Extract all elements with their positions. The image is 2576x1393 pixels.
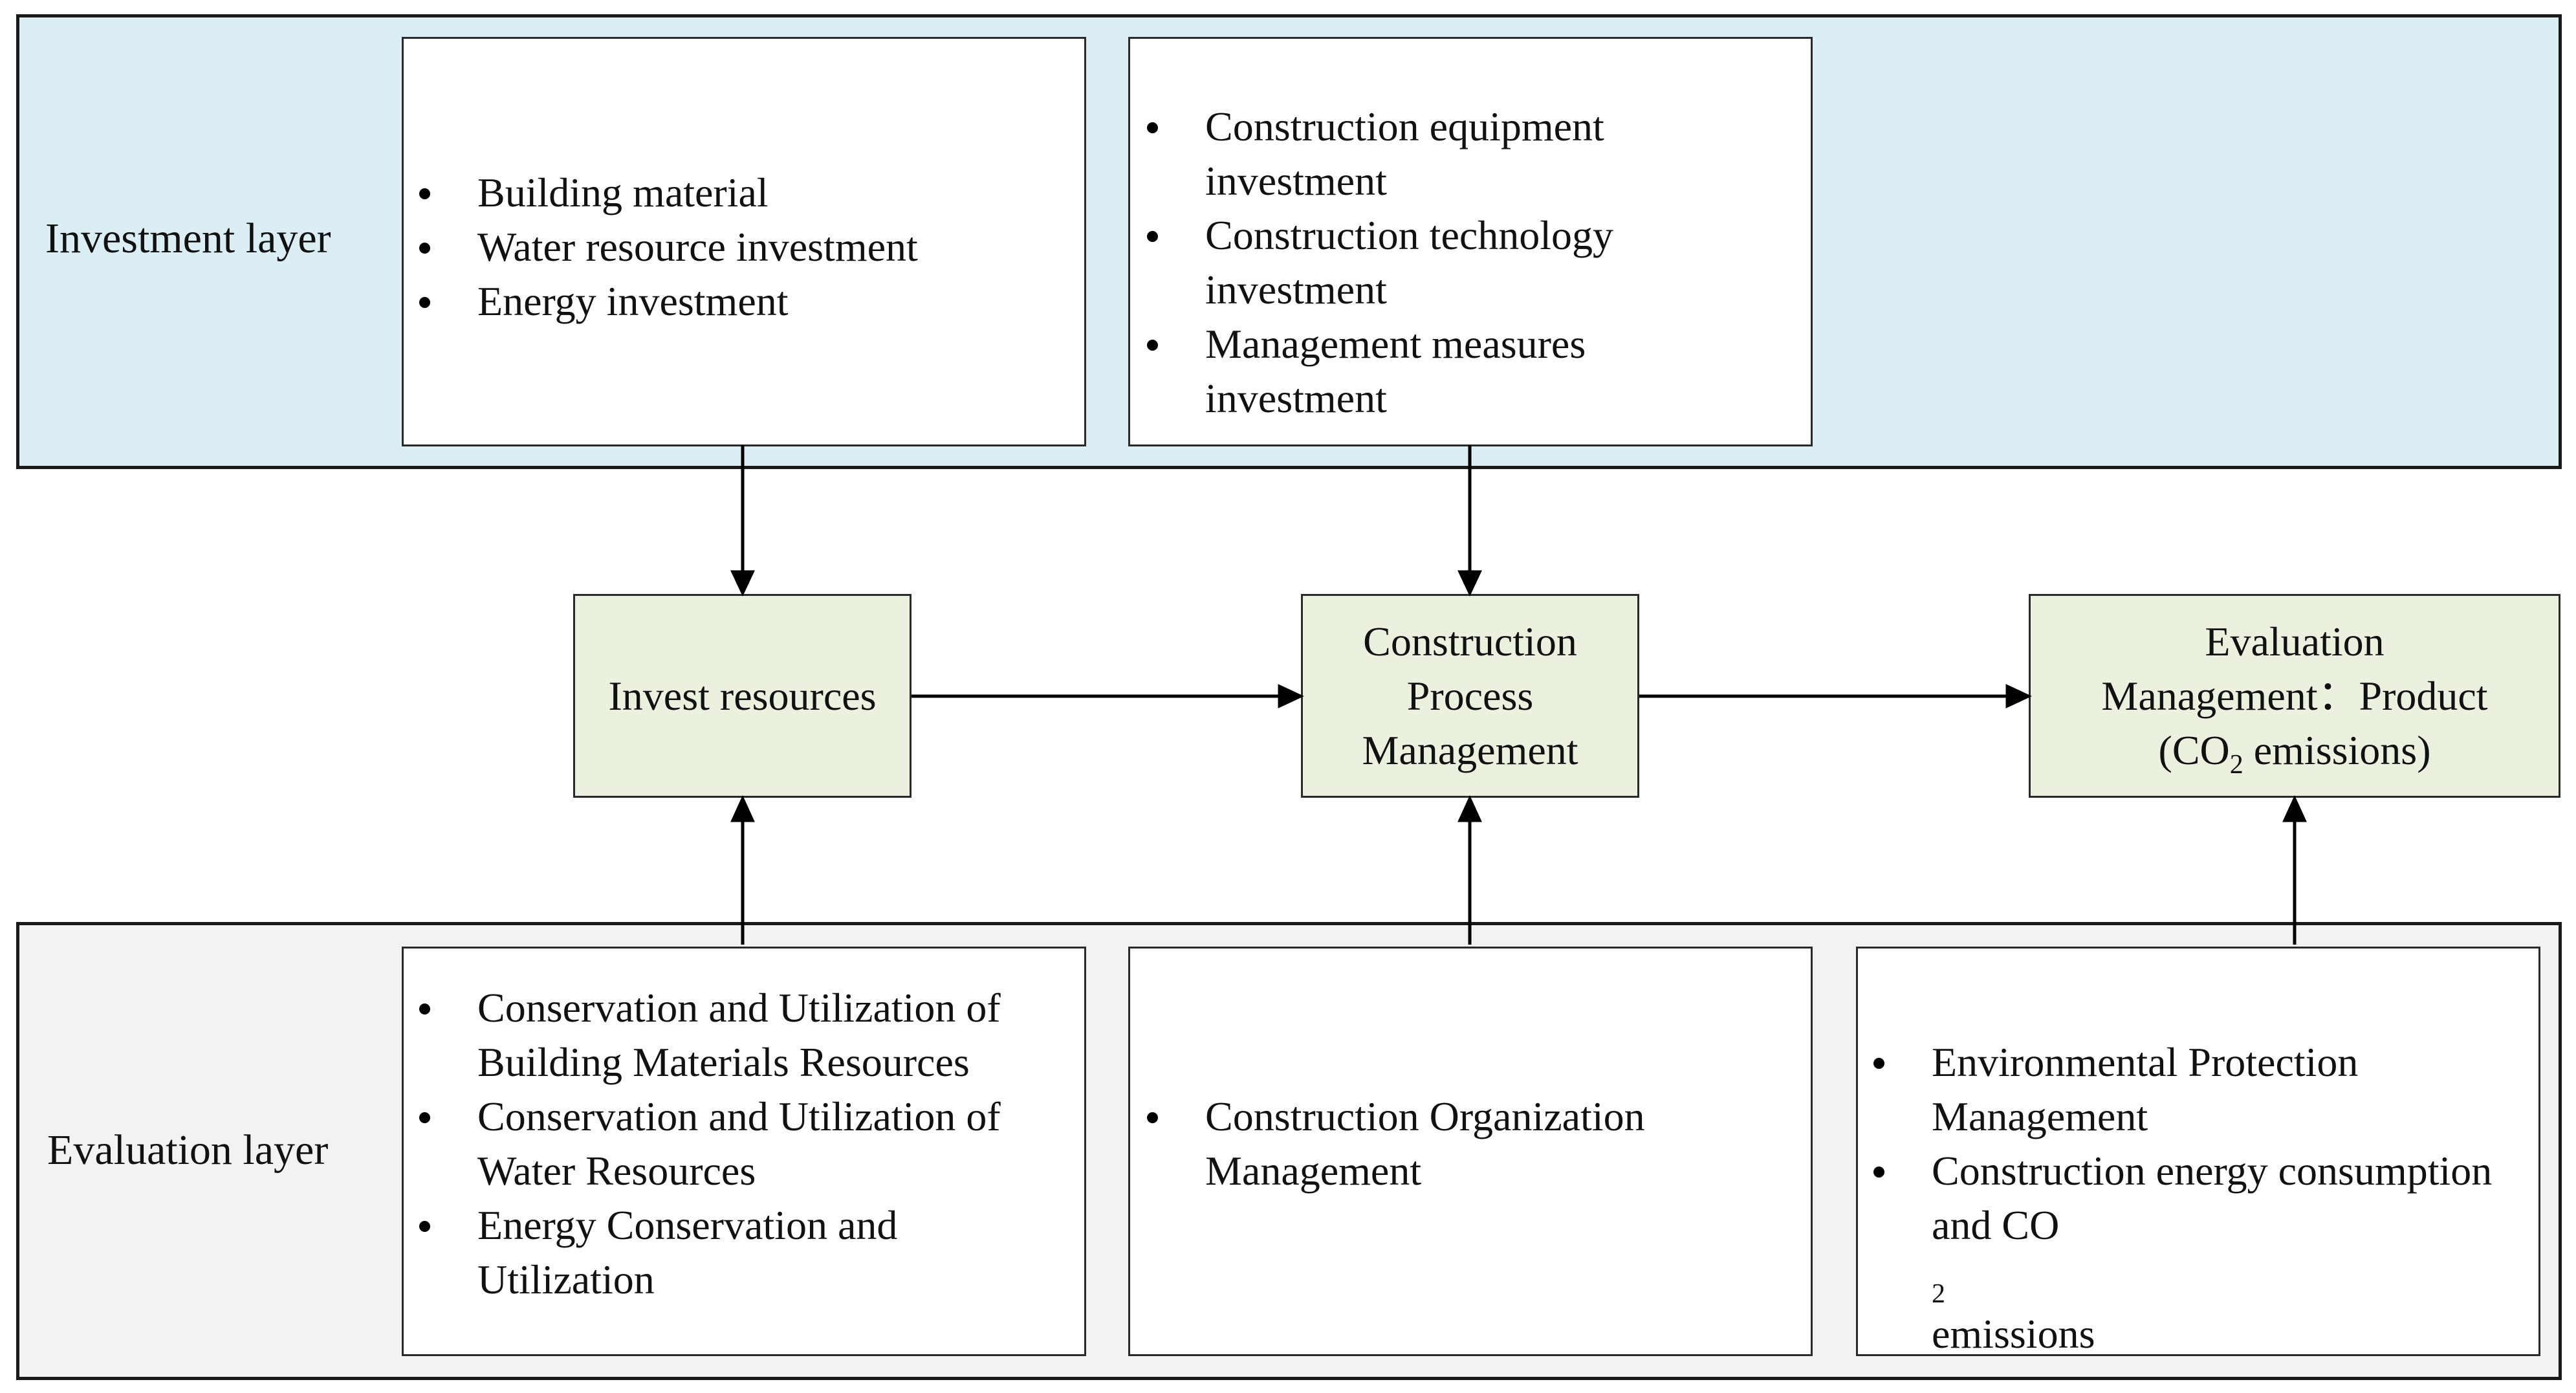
evaluation-management-label: Evaluation Management：Product (CO2 emiss… bbox=[2101, 618, 2488, 780]
evaluation-box-environment: Environmental Protection Management Cons… bbox=[1856, 947, 2540, 1357]
arrowhead bbox=[730, 570, 755, 597]
investment-layer-label: Investment layer bbox=[45, 215, 331, 262]
invest-resources-box: Invest resources bbox=[573, 594, 911, 798]
list-item: Building material bbox=[410, 166, 918, 220]
list-item: Energy investment bbox=[410, 274, 918, 329]
evaluation-environment-list: Environmental Protection Management Cons… bbox=[1864, 1035, 2537, 1361]
construction-process-label: Construction Process Management bbox=[1362, 618, 1578, 773]
arrowhead bbox=[730, 795, 755, 822]
arrowhead bbox=[1278, 684, 1304, 708]
list-item: Water resource investment bbox=[410, 220, 918, 274]
evaluation-layer-label: Evaluation layer bbox=[47, 1126, 329, 1174]
construction-process-box: Construction Process Management bbox=[1301, 594, 1639, 798]
evaluation-layer: Evaluation layer Conservation and Utiliz… bbox=[16, 922, 2562, 1380]
arrowhead bbox=[1457, 795, 1482, 822]
list-item: Environmental Protection Management bbox=[1864, 1035, 2537, 1144]
arrowhead bbox=[2005, 684, 2032, 708]
arrowhead bbox=[1457, 570, 1482, 597]
arrowhead bbox=[2282, 795, 2307, 822]
invest-resources-label: Invest resources bbox=[608, 672, 877, 719]
